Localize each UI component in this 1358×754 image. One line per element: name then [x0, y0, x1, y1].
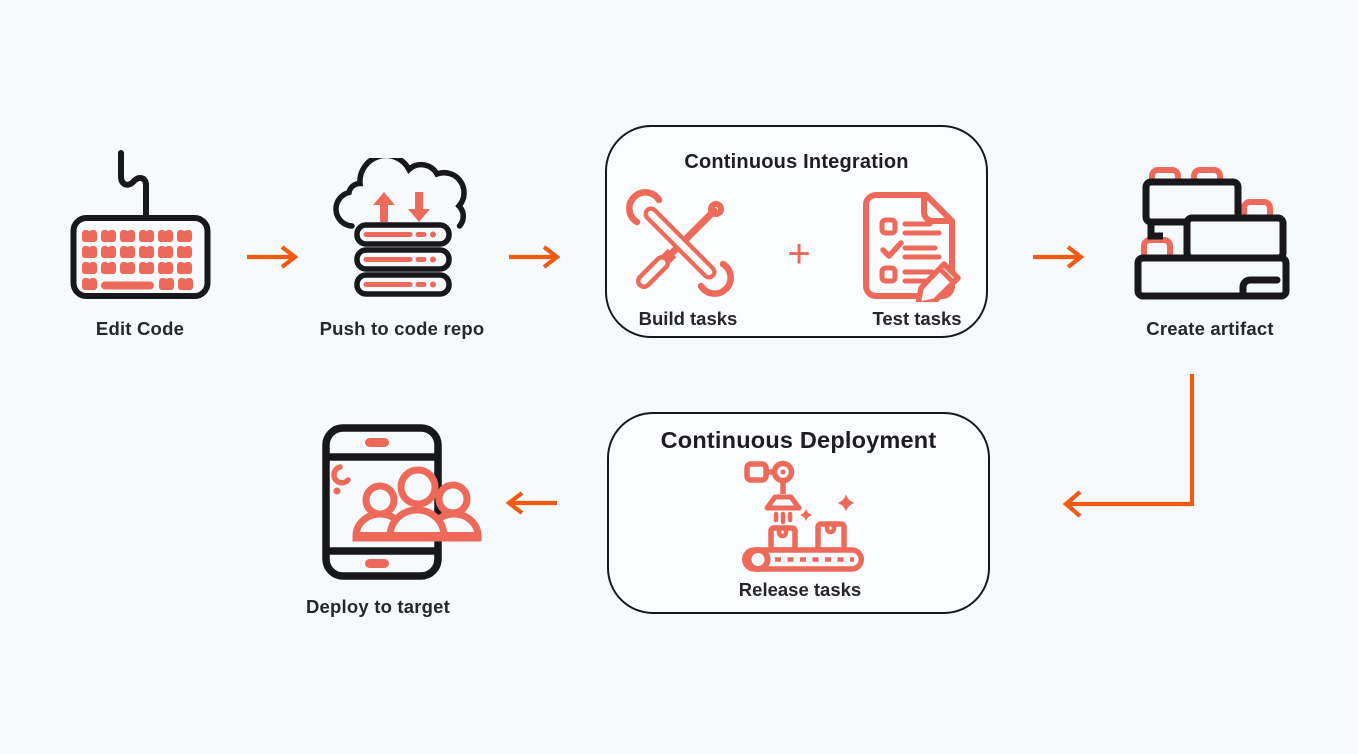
continuous-deployment-box: Continuous Deployment Release tasks — [607, 412, 990, 614]
cloud-push-icon — [333, 158, 467, 297]
wrench-screwdriver-icon — [626, 189, 734, 297]
arrow-right-icon — [247, 245, 299, 269]
bricks-icon — [1134, 167, 1290, 300]
phone-users-icon — [322, 424, 482, 580]
node-push-repo — [330, 158, 480, 300]
elbow-arrow-down-left-icon — [1062, 374, 1195, 518]
continuous-deployment-title: Continuous Deployment — [660, 427, 937, 453]
test-tasks-label: Test tasks — [872, 308, 962, 329]
checklist-pencil-icon — [863, 192, 961, 302]
conveyor-robot-icon — [742, 460, 864, 572]
edit-code-label: Edit Code — [95, 318, 185, 339]
arrow-right-icon — [1033, 245, 1085, 269]
node-edit-code — [68, 148, 218, 303]
node-create-artifact — [1132, 160, 1290, 300]
continuous-integration-box: Continuous Integration + — [605, 125, 988, 338]
node-deploy-target — [320, 420, 490, 582]
release-tasks-label: Release tasks — [738, 579, 862, 600]
deploy-target-label: Deploy to target — [305, 596, 451, 617]
build-tasks-label: Build tasks — [638, 308, 738, 329]
arrow-right-icon — [509, 245, 561, 269]
keyboard-icon — [70, 150, 211, 299]
arrow-left-icon — [505, 491, 557, 515]
create-artifact-label: Create artifact — [1146, 318, 1274, 339]
push-repo-label: Push to code repo — [319, 318, 485, 339]
plus-separator: + — [787, 232, 811, 276]
continuous-integration-title: Continuous Integration — [684, 151, 909, 173]
